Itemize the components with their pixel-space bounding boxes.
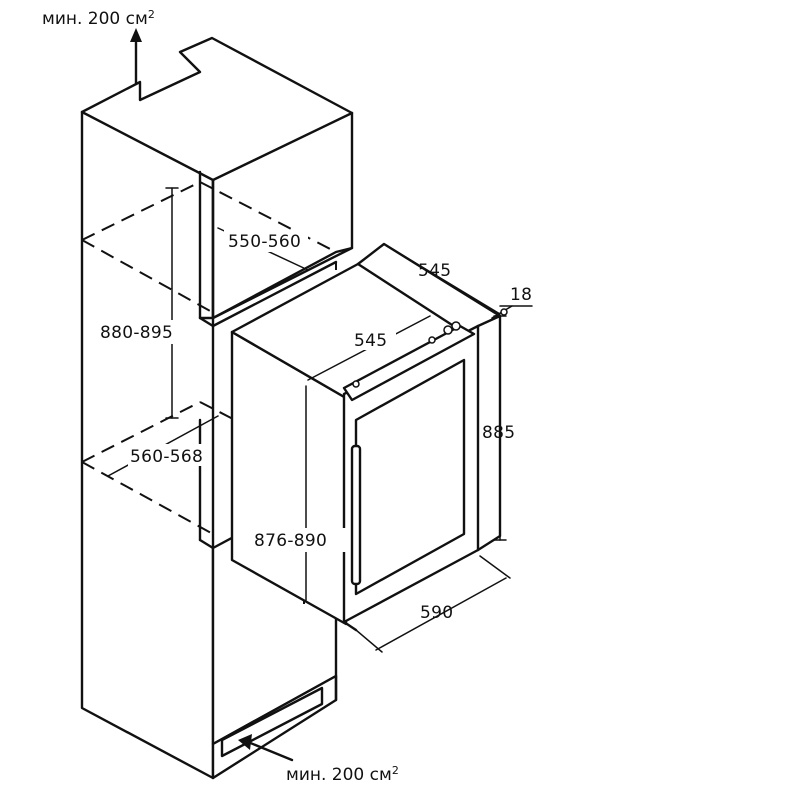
dim-niche-height: 880-895	[100, 323, 173, 343]
dim-appliance-height-total: 885	[482, 423, 515, 443]
label-bg	[128, 444, 206, 466]
niche-top-back	[199, 181, 337, 253]
wine-cooler	[230, 242, 502, 632]
dim-line-depth-top	[383, 243, 501, 315]
dim-appliance-depth-top: 545	[418, 261, 451, 281]
dim-appliance-width: 590	[420, 603, 453, 623]
dim-ext-width-right	[479, 555, 511, 579]
arrow-in-shaft	[246, 740, 294, 762]
upper-shelf-front	[198, 316, 215, 328]
door-bottom	[342, 620, 358, 632]
upper-shelf-back	[211, 260, 338, 328]
control-button-icon	[443, 325, 453, 335]
niche-bottom-front	[81, 461, 214, 535]
control-button-icon	[352, 380, 360, 388]
niche-top-front	[81, 239, 213, 313]
niche-bottom-left	[81, 401, 201, 463]
label-bg	[98, 320, 194, 344]
control-button-icon	[428, 336, 436, 344]
airflow-arrows	[130, 28, 294, 762]
control-button-icon	[451, 321, 461, 331]
dim-niche-width: 560-568	[130, 447, 203, 467]
dimension-lines	[107, 187, 533, 653]
bottom-vent-label: мин. 200 см2	[286, 764, 399, 785]
dim-niche-depth: 550-560	[228, 232, 301, 252]
top-vent-label: мин. 200 см2	[42, 8, 155, 29]
door-handle	[350, 444, 362, 586]
cabinet-top-notch	[80, 36, 354, 115]
dim-ext-width-left	[355, 629, 383, 653]
dim-appliance-height-body: 876-890	[254, 531, 327, 551]
arrow-up-icon	[130, 28, 142, 42]
dim-line-width	[375, 577, 507, 651]
dim-point	[500, 308, 508, 316]
lower-shelf-front	[198, 538, 215, 550]
upper-shelf-edge	[198, 246, 354, 320]
control-panel	[342, 324, 476, 402]
label-bg	[352, 328, 396, 350]
label-bg	[224, 230, 308, 252]
dim-appliance-depth-side: 545	[354, 331, 387, 351]
arrow-in-icon	[238, 734, 252, 750]
dim-door-thickness: 18	[510, 285, 532, 305]
label-bg	[252, 528, 348, 552]
